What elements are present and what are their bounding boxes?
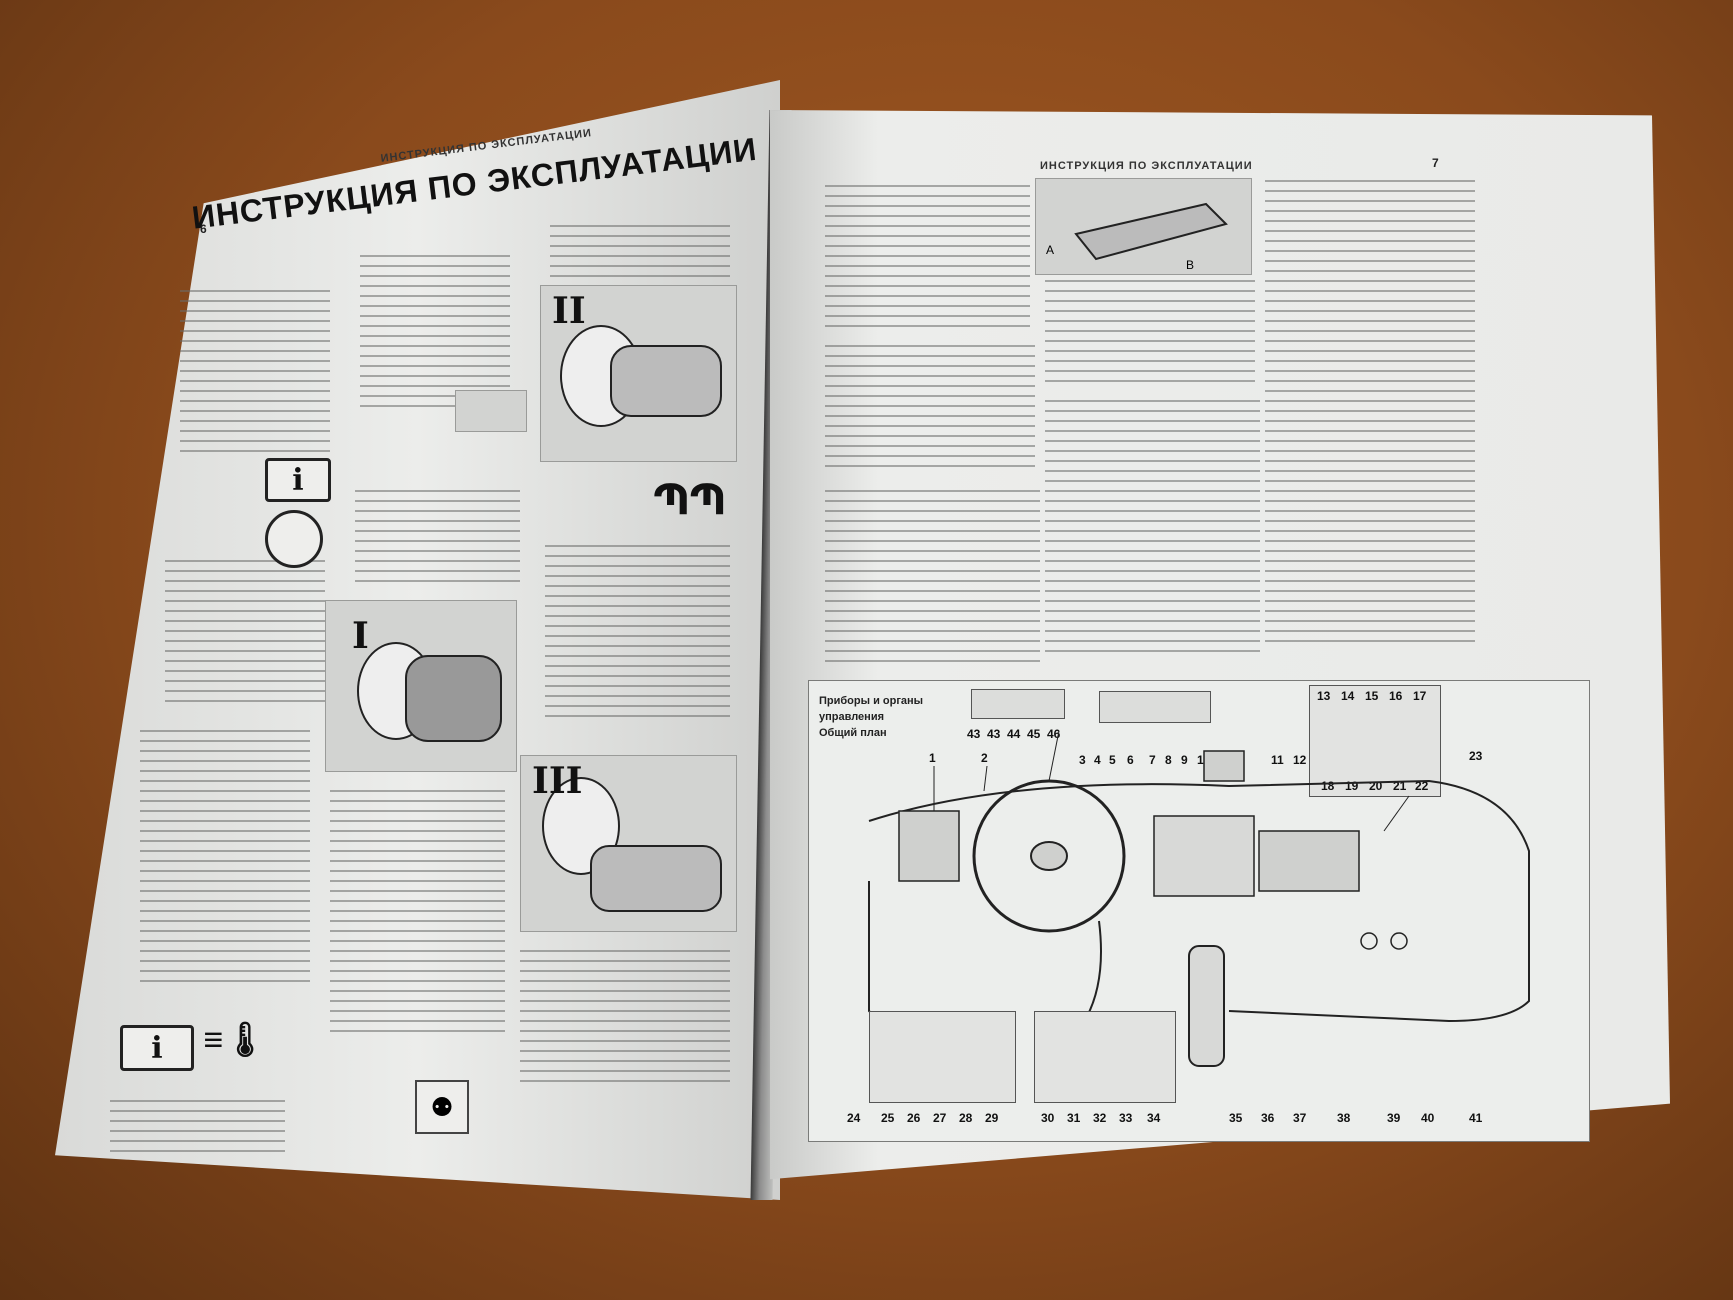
- callout-number: 35: [1229, 1111, 1243, 1125]
- callout-number: 37: [1293, 1111, 1307, 1125]
- callout-number: 14: [1341, 689, 1355, 703]
- glow-coil-icon: ՊՊ: [653, 475, 727, 524]
- callout-number: 43: [967, 727, 981, 741]
- ignition-figure: [325, 600, 517, 772]
- coolant-temperature-icon: ≡🌡: [203, 1021, 267, 1059]
- control-unit-figure: A B: [1035, 178, 1252, 275]
- callout-number: 32: [1093, 1111, 1107, 1125]
- text-column: [825, 345, 1035, 475]
- dashboard-line-art: [868, 730, 1530, 1067]
- ignition-key-illustration: [560, 325, 722, 427]
- callout-number: 26: [907, 1111, 921, 1125]
- text-column: [1265, 180, 1475, 650]
- svg-text:A: A: [1046, 243, 1054, 257]
- callout-number: 15: [1365, 689, 1379, 703]
- glow-plug-icon: [265, 510, 323, 568]
- callout-number: 28: [959, 1111, 973, 1125]
- callout-number: 25: [881, 1111, 895, 1125]
- figure-label: II: [552, 290, 586, 332]
- switch-group: [869, 1011, 1016, 1103]
- callout-number: 6: [1127, 753, 1134, 767]
- ignition-figure: [520, 755, 737, 932]
- callout-number: 4: [1094, 753, 1101, 767]
- text-column: [355, 490, 520, 590]
- text-column: [180, 290, 330, 460]
- callout-number: 5: [1109, 753, 1116, 767]
- callout-number: 34: [1147, 1111, 1161, 1125]
- callout-number: 3: [1079, 753, 1086, 767]
- control-unit-illustration: A B: [1046, 202, 1228, 272]
- callout-number: 13: [1317, 689, 1331, 703]
- text-column: [360, 255, 510, 415]
- callout-number: 24: [847, 1111, 861, 1125]
- callout-number: 41: [1469, 1111, 1483, 1125]
- diagram-caption-line: Приборы и органы: [819, 695, 924, 707]
- callout-number: 23: [1469, 749, 1483, 763]
- callout-number: 29: [985, 1111, 999, 1125]
- text-column: [165, 560, 325, 710]
- callout-number: 2: [981, 751, 988, 765]
- text-column: [825, 490, 1040, 670]
- right-running-head: ИНСТРУКЦИЯ ПО ЭКСПЛУАТАЦИИ: [1040, 160, 1253, 172]
- text-column: [520, 950, 730, 1090]
- callout-number: 30: [1041, 1111, 1055, 1125]
- airbag-icon: ⚉: [415, 1080, 469, 1134]
- callout-number: 16: [1389, 689, 1403, 703]
- left-page-number: 6: [200, 222, 207, 236]
- callout-number: 7: [1149, 753, 1156, 767]
- callout-number: 8: [1165, 753, 1172, 767]
- callout-number: 9: [1181, 753, 1188, 767]
- switch-block: [971, 689, 1065, 719]
- callout-number: 45: [1027, 727, 1041, 741]
- text-column: [550, 225, 730, 285]
- callout-number: 33: [1119, 1111, 1133, 1125]
- info-icon: i: [120, 1025, 194, 1071]
- text-column: [110, 1100, 285, 1155]
- info-icon: i: [265, 458, 331, 502]
- callout-number: 31: [1067, 1111, 1081, 1125]
- text-column: [1045, 400, 1260, 660]
- switch-panel: [1309, 685, 1441, 797]
- callout-number: 43: [987, 727, 1001, 741]
- callout-number: 12: [1293, 753, 1307, 767]
- callout-number: 36: [1261, 1111, 1275, 1125]
- callout-number: 39: [1387, 1111, 1401, 1125]
- callout-number: 11: [1271, 753, 1284, 767]
- text-column: [1045, 280, 1255, 390]
- ignition-figure: [540, 285, 737, 462]
- figure-label: III: [532, 760, 583, 802]
- radio-unit: [1099, 691, 1211, 723]
- callout-number: 27: [933, 1111, 947, 1125]
- text-column: [825, 185, 1030, 330]
- figure-label: I: [352, 615, 369, 657]
- text-column: [140, 730, 310, 990]
- right-page-number: 7: [1432, 156, 1439, 170]
- callout-number: 17: [1413, 689, 1427, 703]
- ignition-key-illustration: [357, 642, 502, 742]
- ignition-key-illustration: [542, 777, 722, 912]
- switch-group: [1034, 1011, 1176, 1103]
- callout-number: 46: [1047, 727, 1061, 741]
- remote-figure: [455, 390, 527, 432]
- text-column: [545, 545, 730, 725]
- callout-number: 22: [1415, 779, 1429, 793]
- callout-number: 1: [929, 751, 936, 765]
- callout-number: 40: [1421, 1111, 1435, 1125]
- callout-number: 38: [1337, 1111, 1351, 1125]
- diagram-caption-line: Общий план: [819, 727, 887, 739]
- callout-number: 44: [1007, 727, 1021, 741]
- svg-text:B: B: [1186, 258, 1194, 272]
- diagram-caption-line: управления: [819, 711, 885, 723]
- dashboard-diagram: Приборы и органы управления Общий план 4…: [808, 680, 1590, 1142]
- text-column: [330, 790, 505, 1040]
